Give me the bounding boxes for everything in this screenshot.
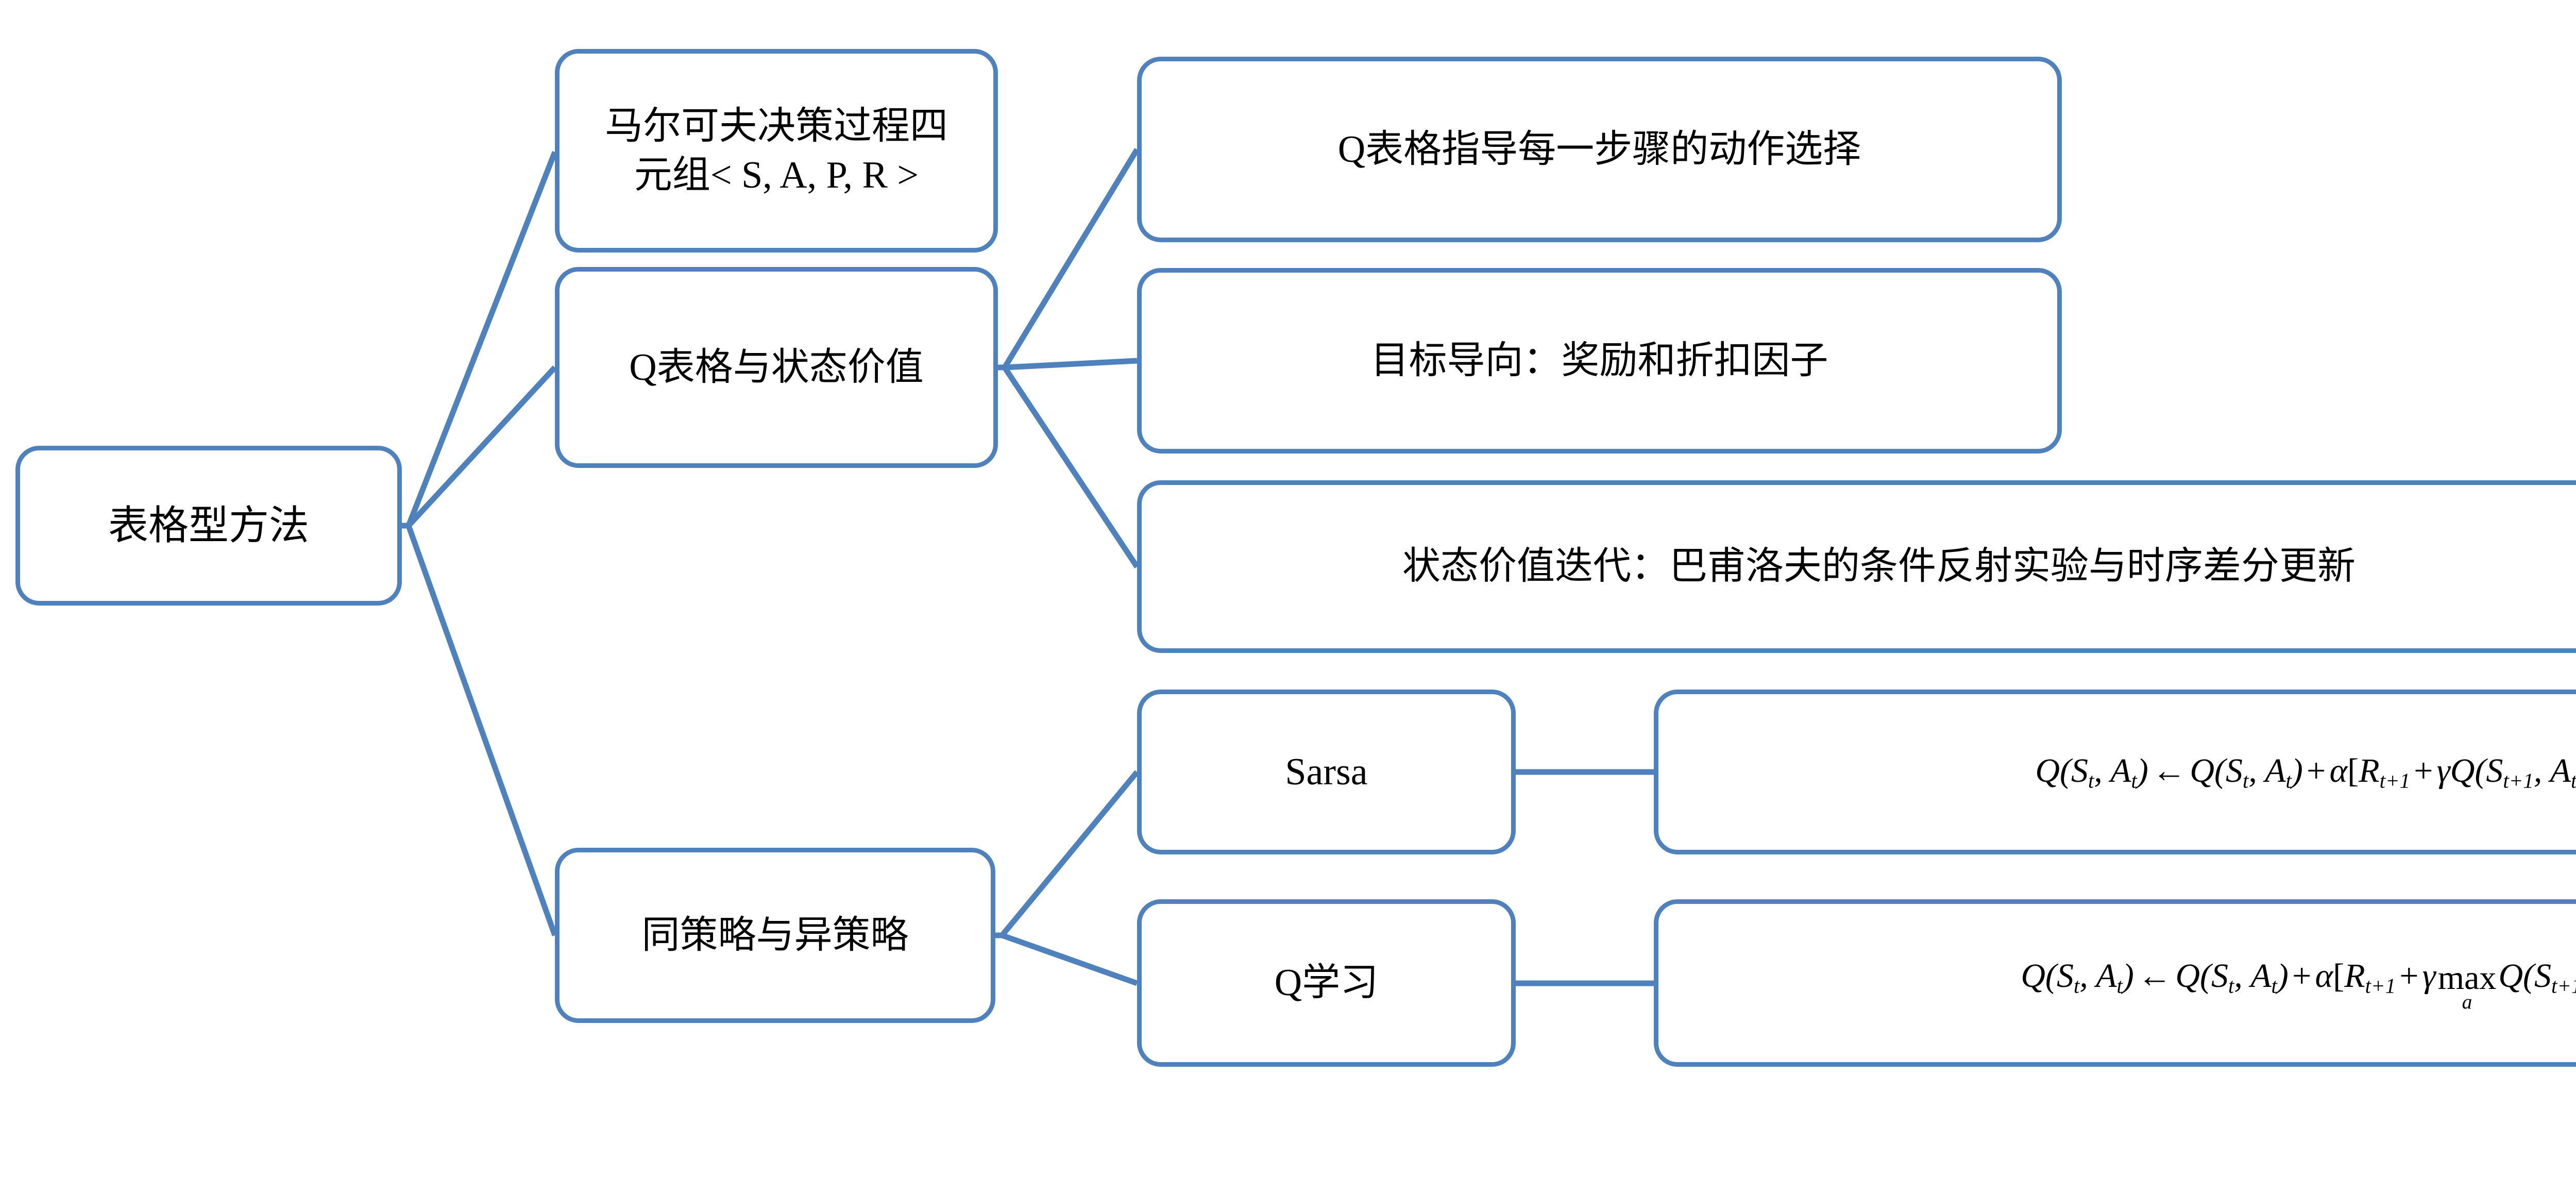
- edge-policy-qlearning: [1001, 932, 1138, 986]
- node-sarsa-equation[interactable]: Q(St, At)←Q(St, At)+α[Rt+1+γQ(St+1, At+1…: [1654, 690, 2576, 854]
- node-q-table-and-state-value[interactable]: Q表格与状态价值: [555, 267, 998, 468]
- node-markov-decision-process-label: 马尔可夫决策过程四 元组< S, A, P, R >: [605, 105, 948, 196]
- node-sarsa-label: Sarsa: [1285, 750, 1368, 793]
- edge-qtable-qguide: [1002, 148, 1140, 369]
- edge-qtable-goal: [1004, 358, 1138, 371]
- edge-root-qtable: [406, 365, 557, 528]
- edge-root-policy: [405, 525, 558, 936]
- node-sarsa-equation-formula: Q(St, At)←Q(St, At)+α[Rt+1+γQ(St+1, At+1…: [2035, 752, 2576, 793]
- node-goal-oriented-reward-discount-label: 目标导向：奖励和折扣因子: [1370, 339, 1828, 382]
- node-q-table-and-state-value-label: Q表格与状态价值: [629, 346, 924, 389]
- node-q-learning-equation[interactable]: Q(St, At)←Q(St, At)+α[Rt+1+γmaxaQ(St+1, …: [1654, 899, 2576, 1067]
- node-goal-oriented-reward-discount[interactable]: 目标导向：奖励和折扣因子: [1137, 268, 2062, 454]
- node-q-table-guides-action-selection-label: Q表格指导每一步骤的动作选择: [1337, 128, 1861, 171]
- node-state-value-iteration-label: 状态价值迭代：巴甫洛夫的条件反射实验与时序差分更新: [1402, 545, 2355, 588]
- node-root-label: 表格型方法: [108, 503, 309, 548]
- node-root[interactable]: 表格型方法: [15, 446, 402, 606]
- node-state-value-iteration[interactable]: 状态价值迭代：巴甫洛夫的条件反射实验与时序差分更新: [1137, 480, 2576, 653]
- edge-root-mdp: [405, 150, 558, 527]
- node-q-learning-label: Q学习: [1274, 962, 1379, 1004]
- node-markov-decision-process[interactable]: 马尔可夫决策过程四 元组< S, A, P, R >: [555, 49, 998, 253]
- edge-policy-sarsa: [999, 770, 1140, 937]
- node-sarsa[interactable]: Sarsa: [1137, 690, 1516, 854]
- edge-qtable-valueiter: [1002, 365, 1140, 569]
- node-on-policy-off-policy[interactable]: 同策略与异策略: [555, 848, 995, 1023]
- node-on-policy-off-policy-label: 同策略与异策略: [641, 914, 909, 956]
- node-q-learning[interactable]: Q学习: [1137, 899, 1516, 1067]
- node-q-learning-equation-formula: Q(St, At)←Q(St, At)+α[Rt+1+γmaxaQ(St+1, …: [2021, 957, 2576, 1014]
- node-q-table-guides-action-selection[interactable]: Q表格指导每一步骤的动作选择: [1137, 57, 2062, 242]
